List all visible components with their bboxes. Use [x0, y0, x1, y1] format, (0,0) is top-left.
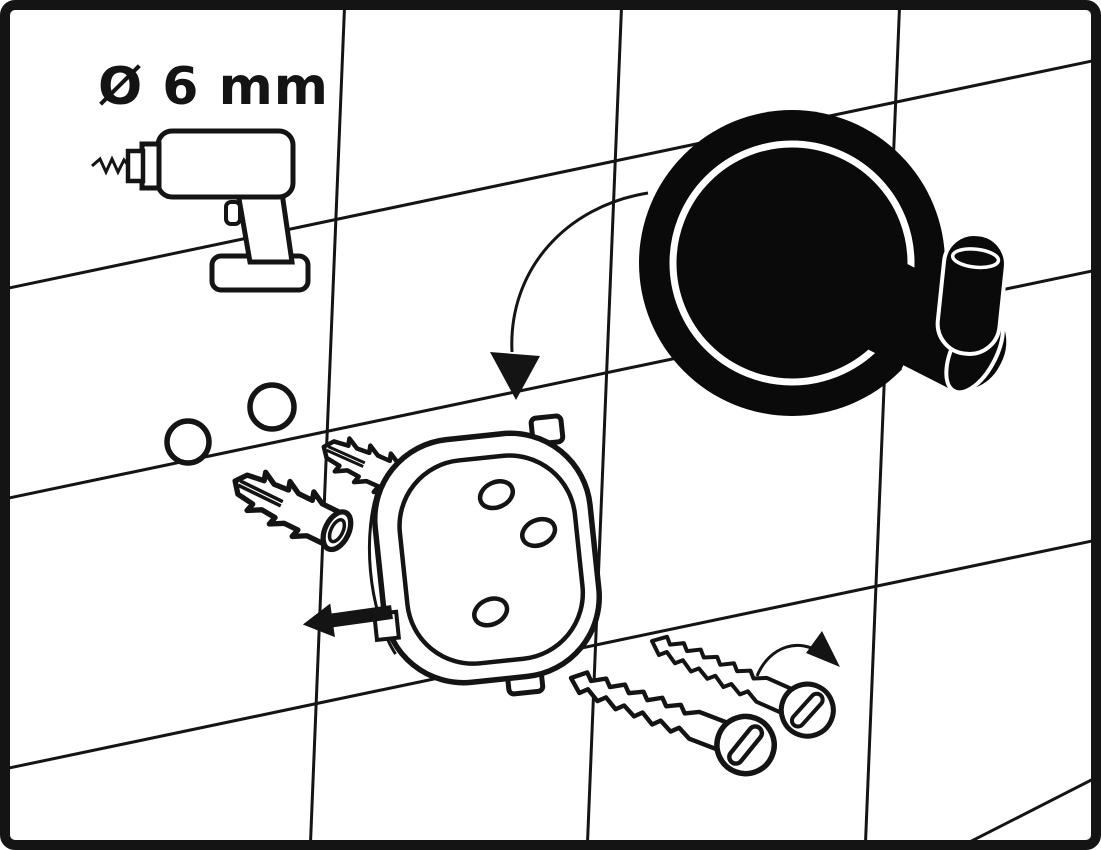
drill-step: Ø 6 mm: [91, 57, 329, 293]
plate-screw-hole: [477, 479, 516, 511]
tile-joint-line: [308, 0, 347, 850]
tile-joint-line: [585, 0, 624, 850]
plate-screw-hole: [472, 596, 510, 628]
rotate-arrow: [490, 191, 649, 400]
plate-screw-hole: [520, 516, 558, 549]
push-arrow: [302, 603, 393, 638]
wall-plug: [224, 459, 358, 558]
mounting-plate-icon: [367, 413, 602, 697]
drill-bit: [91, 155, 131, 176]
drilled-hole: [164, 418, 212, 466]
plate-face: [397, 453, 586, 666]
wall-hook-icon: [639, 110, 1008, 416]
drill-icon: [91, 128, 311, 293]
mounting-screws: [561, 617, 842, 782]
hook-base-ring: [669, 140, 915, 386]
screw-turn-arrow: [755, 631, 840, 677]
drilled-holes: [164, 382, 297, 466]
tile-joint-line: [863, 0, 902, 850]
tile-joint-line: [0, 57, 1101, 292]
hook-peg: [935, 232, 1008, 356]
drilled-hole: [247, 382, 297, 432]
tile-joint-line: [950, 773, 1101, 850]
drill-size-label: Ø 6 mm: [98, 57, 329, 117]
